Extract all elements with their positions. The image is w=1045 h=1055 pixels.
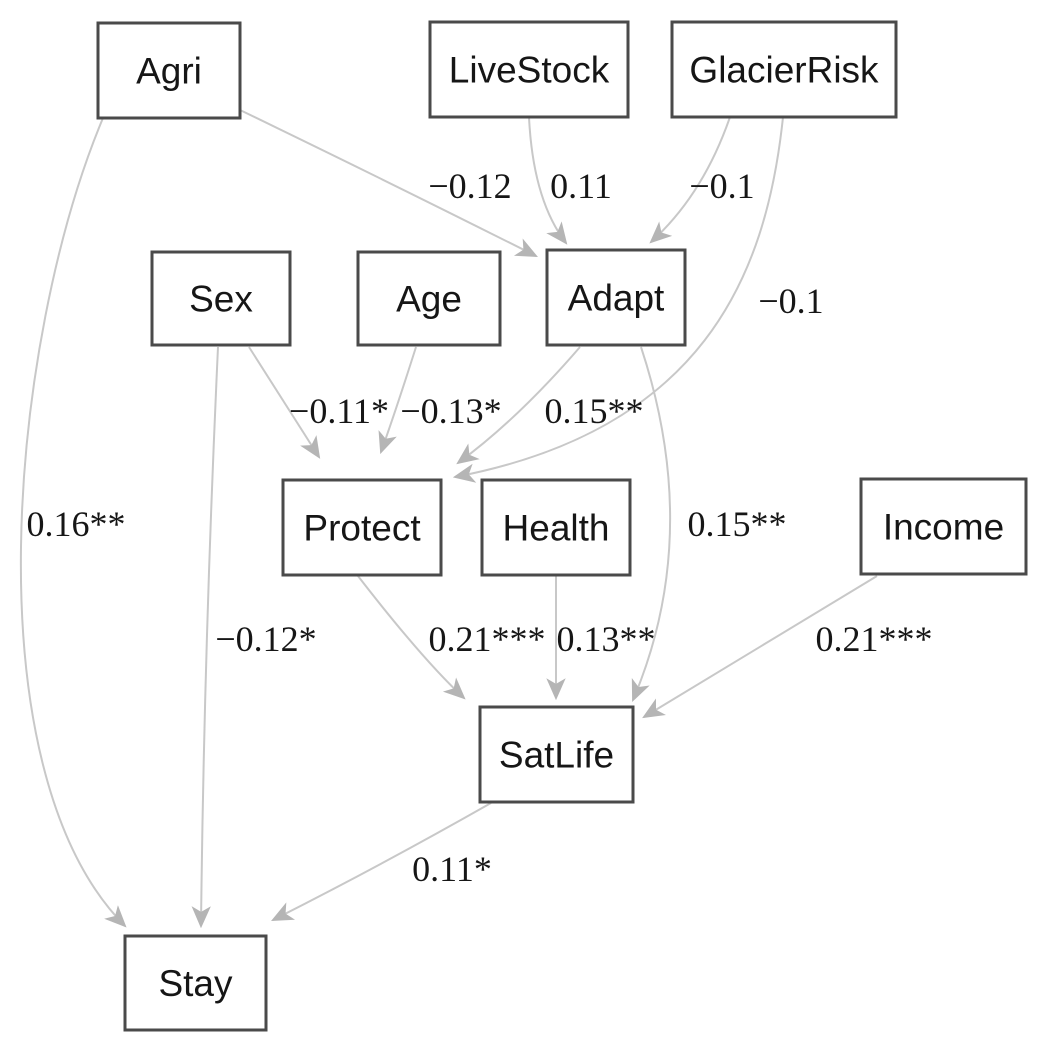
edge-label-health-to-satlife: 0.13** xyxy=(557,619,656,659)
edge-label-glacierrisk-to-adapt: −0.1 xyxy=(689,166,754,206)
node-age-box xyxy=(356,250,502,347)
edge-label-age-to-protect: −0.13* xyxy=(400,391,501,431)
edge-label-income-to-satlife: 0.21*** xyxy=(816,619,933,659)
node-glacierrisk: GlacierRisk xyxy=(670,20,898,119)
edge-label-agri-to-adapt: −0.12 xyxy=(428,166,511,206)
node-age-label: Age xyxy=(396,279,462,320)
node-adapt: Adapt xyxy=(545,248,687,347)
node-stay-box xyxy=(123,934,268,1032)
edge-label-adapt-to-satlife: 0.15** xyxy=(688,504,787,544)
edge-income-to-satlife xyxy=(642,575,878,719)
node-protect-box xyxy=(281,478,443,577)
edge-glacierrisk-to-adapt xyxy=(649,116,731,244)
node-health-label: Health xyxy=(503,508,610,549)
node-adapt-label: Adapt xyxy=(568,278,665,319)
edges-layer: −0.12 0.11 −0.1 −0.1 −0.11* −0.13* 0.15** 0.16*… xyxy=(19,109,933,929)
edge-label-livestock-to-adapt: 0.11 xyxy=(550,166,612,206)
node-agri-label: Agri xyxy=(136,51,202,92)
node-income-box xyxy=(859,477,1028,576)
edge-glacierrisk-to-protect xyxy=(452,116,784,483)
node-satlife-label: SatLife xyxy=(499,735,614,776)
node-income-label: Income xyxy=(883,507,1004,548)
edge-adapt-to-satlife xyxy=(631,346,672,703)
node-livestock-label: LiveStock xyxy=(449,50,610,91)
node-stay: Stay xyxy=(123,934,268,1032)
edge-label-satlife-to-stay: 0.11* xyxy=(412,849,492,889)
edge-sex-to-stay xyxy=(191,346,219,929)
node-livestock: LiveStock xyxy=(428,20,630,119)
node-income: Income xyxy=(859,477,1028,576)
edge-label-glacierrisk-to-protect: −0.1 xyxy=(758,281,823,321)
node-sex: Sex xyxy=(150,250,292,347)
node-protect-label: Protect xyxy=(303,508,421,549)
node-satlife: SatLife xyxy=(478,705,635,804)
node-protect: Protect xyxy=(281,478,443,577)
edge-agri-to-stay xyxy=(19,117,127,928)
edge-satlife-to-stay xyxy=(271,802,492,921)
edge-protect-to-satlife xyxy=(357,575,466,700)
node-satlife-box xyxy=(478,705,635,804)
node-health-box xyxy=(480,478,632,577)
edge-label-agri-to-stay: 0.16** xyxy=(27,504,126,544)
node-agri: Agri xyxy=(96,21,242,120)
node-health: Health xyxy=(480,478,632,577)
node-sex-box xyxy=(150,250,292,347)
node-livestock-box xyxy=(428,20,630,119)
node-agri-box xyxy=(96,21,242,120)
node-stay-label: Stay xyxy=(158,963,233,1004)
edge-age-to-protect xyxy=(378,346,417,455)
edge-livestock-to-adapt xyxy=(528,116,568,245)
node-age: Age xyxy=(356,250,502,347)
node-adapt-box xyxy=(545,248,687,347)
node-glacierrisk-label: GlacierRisk xyxy=(689,50,879,91)
node-sex-label: Sex xyxy=(189,279,253,320)
edge-sex-to-protect xyxy=(248,346,321,459)
node-glacierrisk-box xyxy=(670,20,898,119)
edge-label-sex-to-protect: −0.11* xyxy=(289,391,389,431)
edge-label-protect-to-satlife: 0.21*** xyxy=(429,619,546,659)
edge-label-sex-to-stay: −0.12* xyxy=(215,619,316,659)
edge-agri-to-adapt xyxy=(239,109,538,257)
edge-adapt-to-protect xyxy=(456,346,581,465)
edge-label-adapt-to-protect: 0.15** xyxy=(545,391,644,431)
